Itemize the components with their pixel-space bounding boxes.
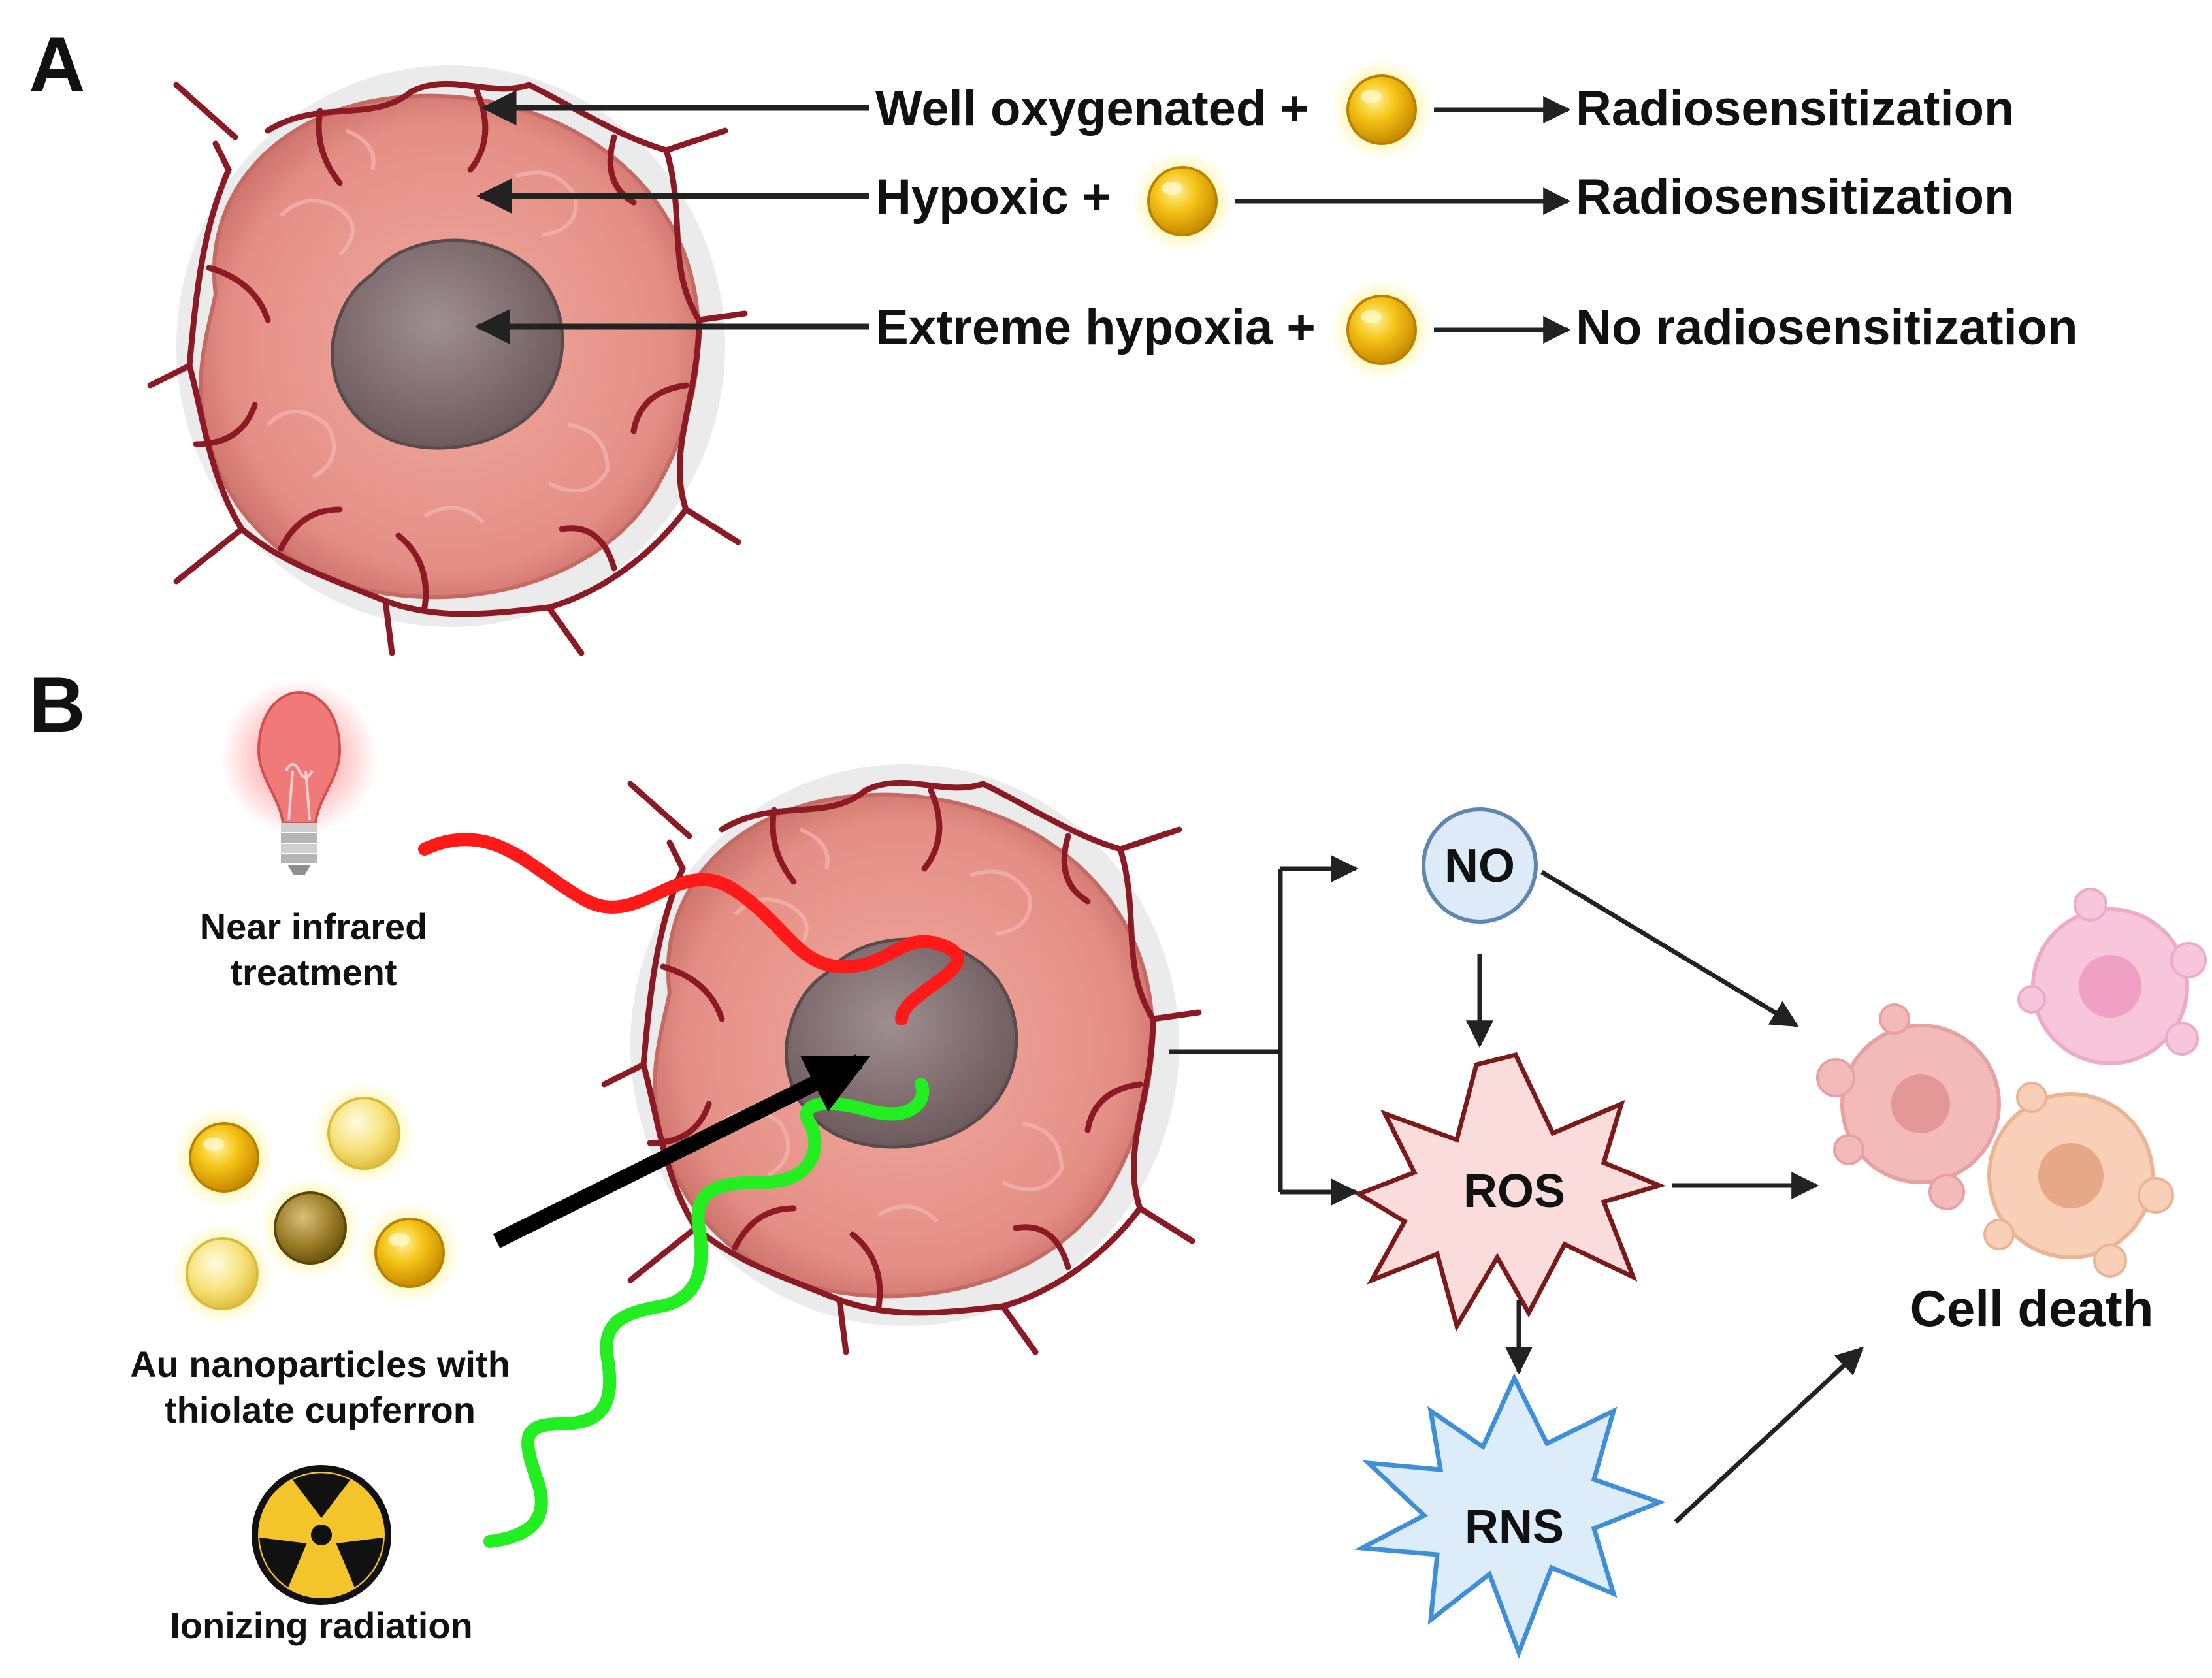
row-extreme-hypoxia: Extreme hypoxia + No radiosensitization — [474, 278, 2078, 382]
nir-label-line1: Near infrared — [200, 906, 428, 947]
nanoparticle-label-line2: thiolate cupferron — [165, 1389, 476, 1430]
row-hypoxic: Hypoxic + Radiosensitization — [476, 149, 2014, 253]
dying-cells-icon — [1816, 888, 2207, 1278]
arrow-rns-to-death — [1674, 1347, 1864, 1524]
panel-b-letter: B — [29, 661, 86, 749]
panel-b: B Near infrared treatment — [29, 661, 2207, 1659]
gold-nanoparticle-icon — [172, 1105, 276, 1210]
rns-node: RNS — [1354, 1372, 1666, 1659]
ros-node: ROS — [1354, 1052, 1667, 1332]
nir-label-line2: treatment — [230, 952, 397, 993]
gold-nanoparticle-icon — [357, 1201, 462, 1305]
tumor-a — [150, 65, 745, 653]
no-label: NO — [1444, 840, 1515, 892]
radiation-icon — [252, 1465, 391, 1605]
rns-label: RNS — [1465, 1501, 1564, 1553]
pathway-arrows — [1466, 870, 1864, 1524]
cell-death-label: Cell death — [1910, 1280, 2154, 1337]
arrow-no-to-death — [1540, 870, 1799, 1027]
tumor-b — [604, 764, 1199, 1352]
condition-text: Hypoxic + — [875, 169, 1111, 225]
condition-text: Well oxygenated + — [875, 81, 1309, 137]
radiation-label: Ionizing radiation — [170, 1605, 473, 1646]
pale-nanoparticle-icon — [313, 1082, 415, 1184]
nir-wave — [418, 833, 964, 1025]
outcome-text: Radiosensitization — [1576, 169, 2014, 225]
ros-label: ROS — [1463, 1165, 1565, 1218]
outcome-text: Radiosensitization — [1576, 81, 2014, 137]
nanoparticle-cluster — [171, 1082, 462, 1325]
panel-a: A Well oxygenated + Radiosensitization H… — [29, 21, 2078, 653]
gold-nanoparticle-icon — [1130, 149, 1235, 253]
nanoparticle-delivery-arrow — [493, 1054, 871, 1248]
branch-connector — [1169, 855, 1359, 1206]
gold-nanoparticle-icon — [1329, 57, 1434, 162]
pale-nanoparticle-icon — [171, 1223, 273, 1325]
no-node: NO — [1422, 807, 1538, 924]
light-bulb-icon — [221, 679, 378, 875]
nanoparticle-label-line1: Au nanoparticles with — [130, 1344, 510, 1385]
panel-a-letter: A — [29, 21, 86, 108]
cupferron-nanoparticle-icon — [259, 1177, 361, 1279]
condition-text: Extreme hypoxia + — [875, 300, 1316, 355]
outcome-text: No radiosensitization — [1576, 300, 2078, 355]
row-well-oxygenated: Well oxygenated + Radiosensitization — [481, 57, 2014, 162]
gold-nanoparticle-icon — [1329, 278, 1434, 382]
